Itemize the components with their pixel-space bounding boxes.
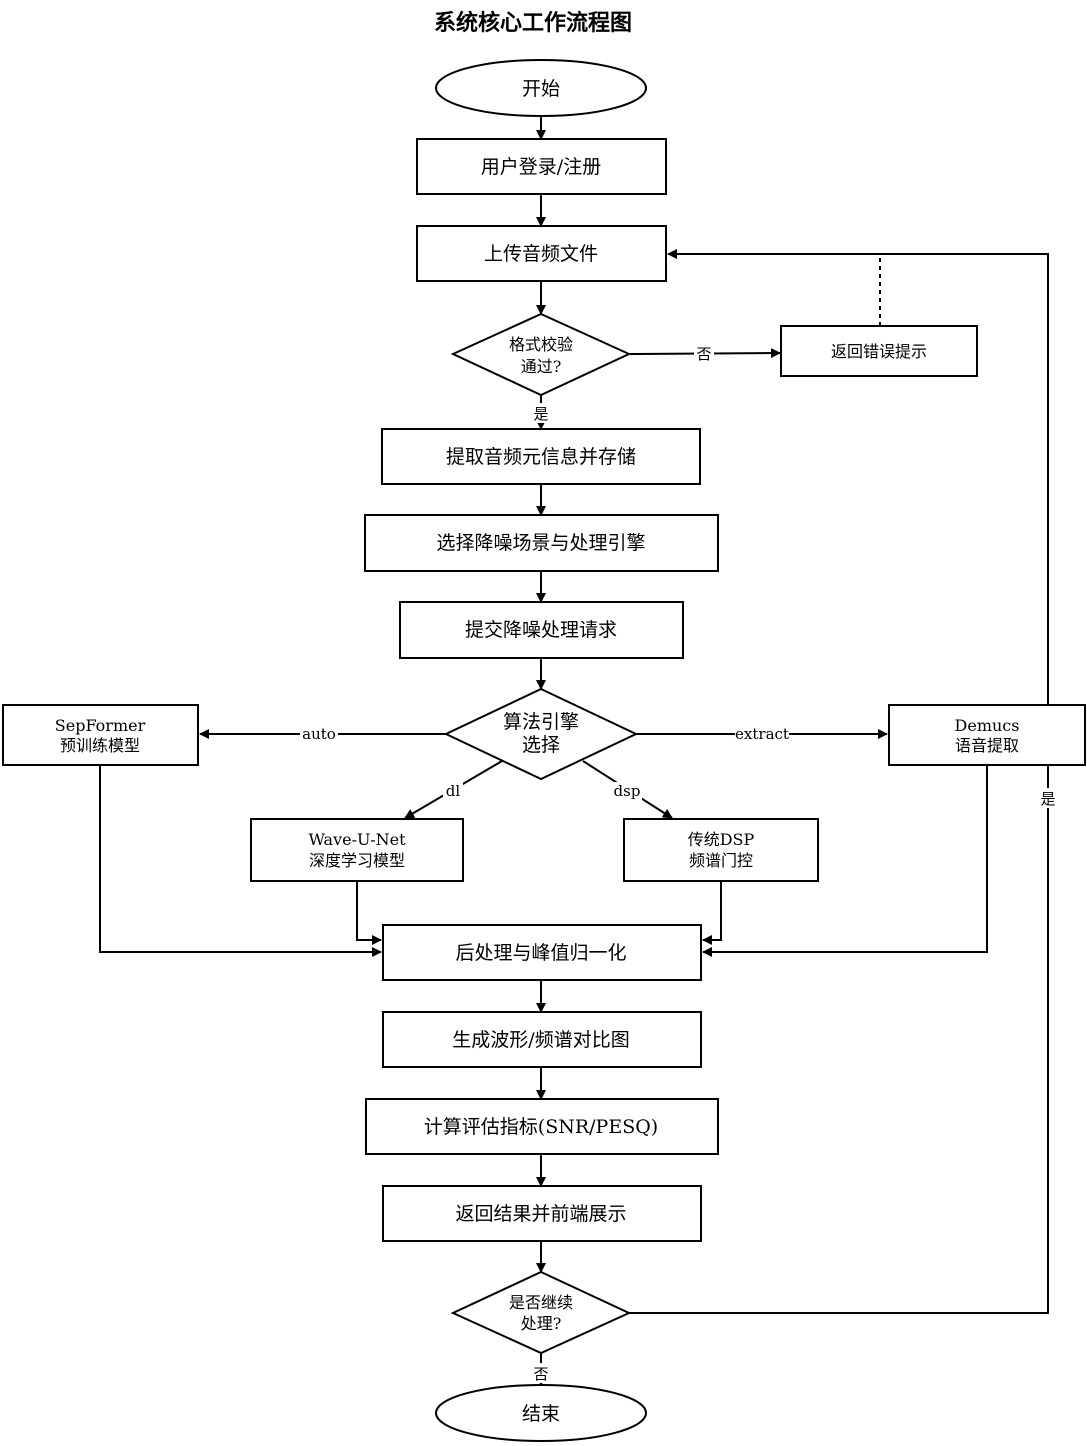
node-sepformer-line2: 预训练模型 [60, 736, 140, 755]
node-continue-line1: 是否继续 [509, 1293, 573, 1312]
node-waveunet-line1: Wave-U-Net [308, 830, 406, 849]
node-select-scene: 选择降噪场景与处理引擎 [364, 514, 719, 572]
node-metrics: 计算评估指标(SNR/PESQ) [365, 1098, 719, 1155]
node-generate: 生成波形/频谱对比图 [382, 1011, 702, 1068]
diagram-title: 系统核心工作流程图 [434, 10, 632, 36]
node-login-label: 用户登录/注册 [481, 156, 601, 178]
label-auto: auto [302, 725, 336, 743]
edge-demucs-post [702, 765, 988, 957]
node-format-check-line2: 通过? [521, 357, 562, 376]
label-continue-yes: 是 [1040, 790, 1055, 808]
node-sepformer: SepFormer 预训练模型 [2, 704, 199, 766]
node-postprocess-label: 后处理与峰值归一化 [455, 942, 626, 964]
node-continue-line2: 处理? [521, 1314, 562, 1333]
node-result-label: 返回结果并前端展示 [455, 1203, 626, 1225]
node-sepformer-line1: SepFormer [55, 716, 146, 735]
edge-dsp-post [702, 881, 722, 945]
edge-sepformer-post [99, 765, 382, 957]
label-check-yes: 是 [533, 405, 548, 423]
node-error-label: 返回错误提示 [831, 342, 927, 361]
node-start-label: 开始 [522, 78, 560, 100]
node-generate-label: 生成波形/频谱对比图 [452, 1029, 629, 1051]
node-engine-select-line2: 选择 [522, 734, 560, 756]
node-waveunet-line2: 深度学习模型 [309, 851, 405, 870]
label-continue-no: 否 [533, 1365, 548, 1383]
node-extract-meta: 提取音频元信息并存储 [381, 428, 701, 485]
node-submit: 提交降噪处理请求 [399, 601, 684, 659]
node-submit-label: 提交降噪处理请求 [465, 619, 617, 641]
node-continue: 是否继续 处理? [450, 1270, 632, 1355]
node-waveunet: Wave-U-Net 深度学习模型 [250, 818, 464, 882]
node-demucs-line1: Demucs [955, 716, 1020, 735]
node-format-check-line1: 格式校验 [509, 335, 573, 354]
node-postprocess: 后处理与峰值归一化 [382, 924, 702, 981]
node-engine-select: 算法引擎 选择 [443, 687, 639, 781]
node-end-label: 结束 [522, 1403, 560, 1425]
node-extract-meta-label: 提取音频元信息并存储 [446, 446, 636, 468]
node-result: 返回结果并前端展示 [382, 1185, 702, 1242]
node-dsp: 传统DSP 频谱门控 [623, 818, 819, 882]
node-end: 结束 [435, 1384, 647, 1442]
node-login: 用户登录/注册 [416, 138, 667, 195]
edge-labels: 否 是 auto extract dl dsp 是 否 [300, 343, 1058, 1383]
edge-waveunet-post [356, 881, 382, 945]
label-dl: dl [446, 782, 461, 800]
node-upload: 上传音频文件 [416, 225, 667, 282]
node-demucs-line2: 语音提取 [955, 736, 1019, 755]
node-dsp-line2: 频谱门控 [689, 851, 753, 870]
node-engine-select-line1: 算法引擎 [503, 711, 579, 733]
node-dsp-line1: 传统DSP [688, 830, 755, 849]
node-start: 开始 [435, 59, 647, 117]
label-extract: extract [735, 725, 789, 743]
node-metrics-label: 计算评估指标(SNR/PESQ) [424, 1116, 658, 1138]
node-format-check: 格式校验 通过? [450, 312, 632, 397]
node-error: 返回错误提示 [780, 325, 978, 377]
node-upload-label: 上传音频文件 [484, 243, 598, 265]
node-demucs: Demucs 语音提取 [888, 704, 1086, 766]
label-dsp: dsp [614, 782, 641, 800]
label-check-no: 否 [696, 345, 711, 363]
node-select-scene-label: 选择降噪场景与处理引擎 [436, 532, 645, 554]
edge-continue-upload [629, 249, 1049, 1314]
